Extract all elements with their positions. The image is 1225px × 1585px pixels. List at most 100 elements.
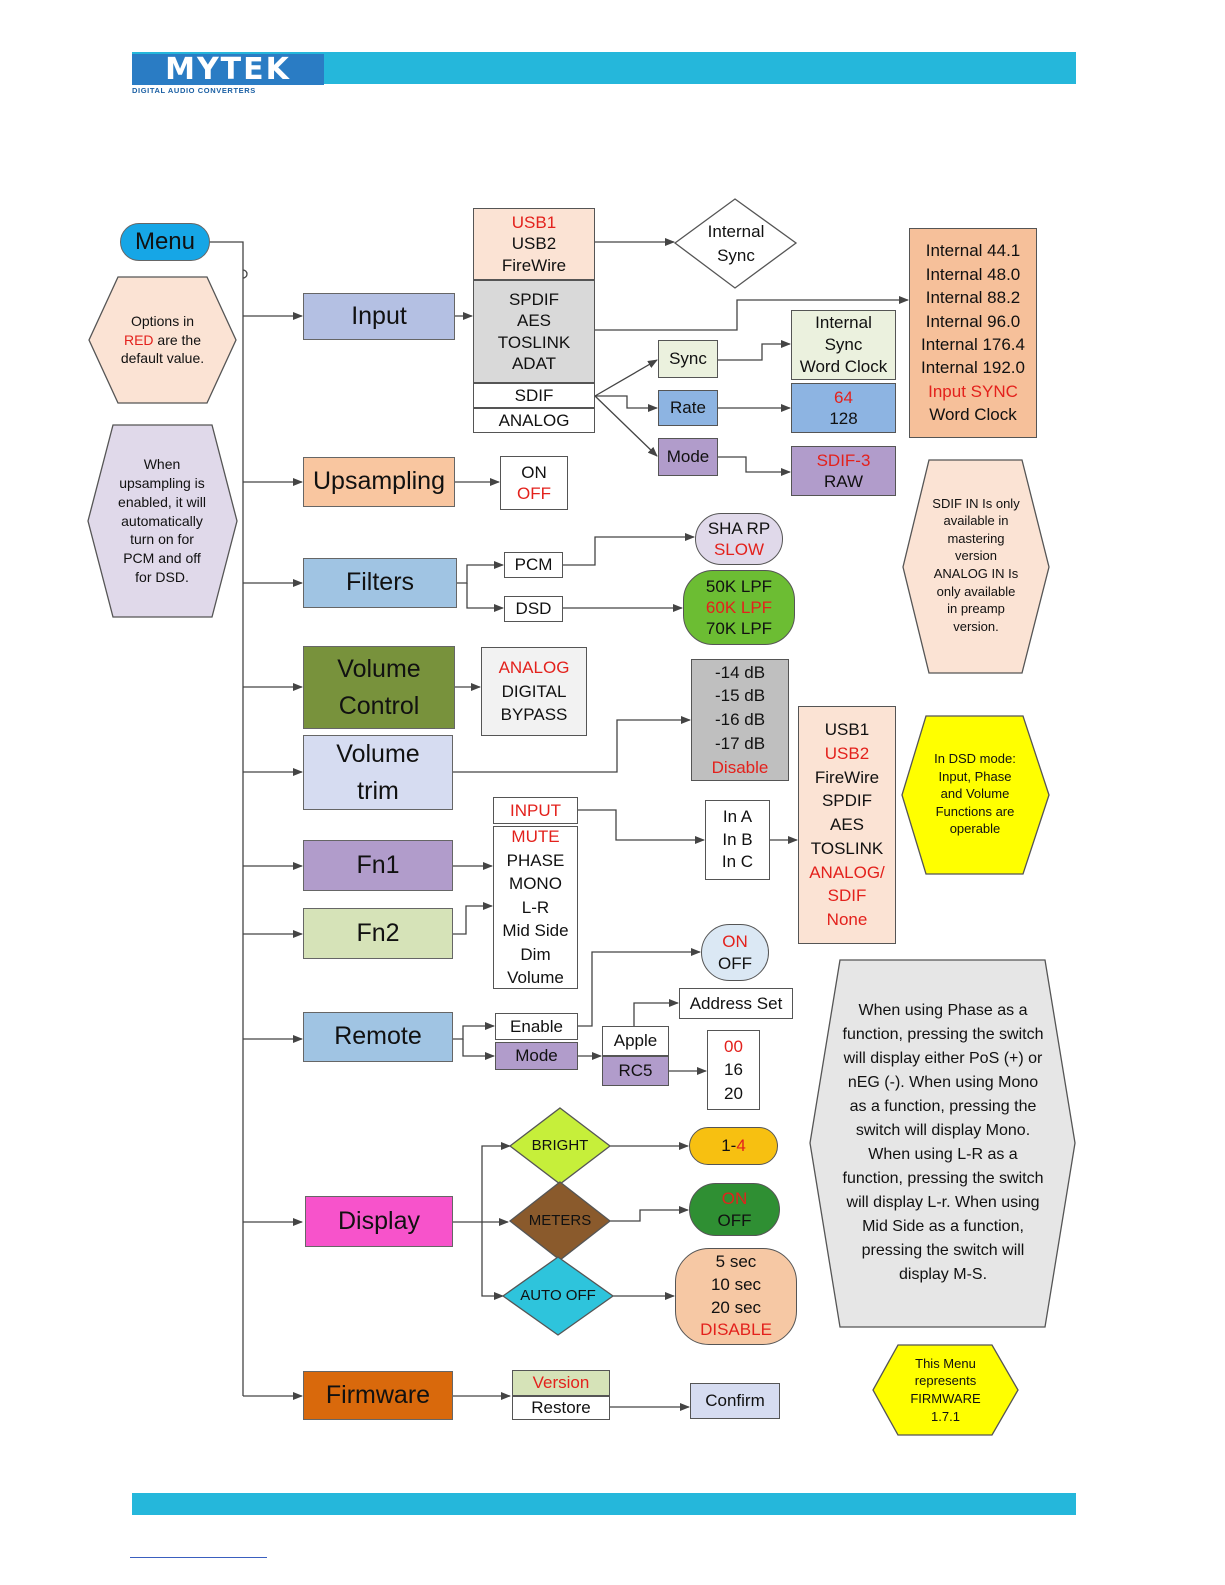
logo-wordmark: MYTEK — [132, 54, 324, 85]
upsampling-note: When upsampling is enabled, it will auto… — [118, 455, 206, 586]
dsd-filter-opt: 70K LPF — [705, 619, 773, 639]
input-digital-opt: SPDIF — [508, 290, 560, 309]
fn-in-options: In A In B In C — [705, 800, 770, 880]
internal-sync-label: Internal Sync — [707, 222, 765, 265]
rc5-opt: 00 — [724, 1036, 743, 1056]
rate-item: Internal 192.0 — [921, 358, 1025, 378]
volume-control-opt: BYPASS — [500, 705, 568, 725]
fn-func: Mid Side — [502, 921, 569, 941]
upsampling-opt: OFF — [517, 484, 551, 503]
main-volume-control: Volume Control — [303, 646, 455, 729]
pcm-filter-opt: SLOW — [713, 540, 765, 559]
bright-options: 1-4 — [689, 1127, 778, 1165]
volume-control-opt: DIGITAL — [501, 681, 567, 701]
display-bright-label: BRIGHT — [531, 1136, 589, 1154]
mode-options: SDIF-3 RAW — [791, 446, 896, 496]
dsd-filter-options: 50K LPF 60K LPF 70K LPF — [683, 570, 795, 645]
fn-func: Dim — [520, 944, 551, 964]
volume-trim-opt: -14 dB — [714, 662, 766, 682]
fn-source: USB1 — [824, 719, 870, 739]
main-filters: Filters — [303, 558, 457, 608]
dsd-note-hexagon — [901, 715, 1050, 875]
fn-source: AES — [829, 815, 865, 835]
main-remote: Remote — [303, 1012, 453, 1062]
input-analog: ANALOG — [473, 408, 595, 433]
volume-trim-opt: -16 dB — [714, 710, 766, 730]
footer-banner — [132, 1493, 1076, 1515]
fn-functions: MUTE PHASE MONO L-R Mid Side Dim Volume — [493, 826, 578, 989]
meters-options: ON OFF — [689, 1183, 780, 1236]
auto-off-opt: DISABLE — [700, 1320, 772, 1340]
main-upsampling: Upsampling — [303, 457, 455, 507]
main-volume-trim: Volume trim — [303, 735, 453, 810]
rc5-options: 00 16 20 — [707, 1030, 760, 1110]
auto-off-opt: 5 sec — [715, 1251, 757, 1271]
volume-trim-opt: -17 dB — [714, 733, 766, 753]
menu-node: Menu — [120, 223, 210, 261]
fn-source: SPDIF — [821, 791, 873, 811]
sdif-mode: Mode — [658, 438, 718, 476]
volume-trim-options: -14 dB -15 dB -16 dB -17 dB Disable — [691, 659, 789, 781]
rate-opt: 64 — [834, 387, 853, 407]
remote-mode: Mode — [495, 1042, 578, 1070]
sdif-rate: Rate — [658, 390, 718, 426]
auto-off-opt: 20 sec — [710, 1297, 762, 1317]
meters-opt: ON — [721, 1189, 748, 1209]
firmware-note: This Menu represents FIRMWARE 1.7.1 — [910, 1355, 981, 1424]
firmware-confirm: Confirm — [690, 1383, 780, 1419]
input-usb-group: USB1 USB2 FireWire — [473, 208, 595, 280]
fn-in-opt: In B — [722, 829, 753, 849]
pcm-filter-options: SHA RP SLOW — [695, 513, 783, 565]
internal-sync-diamond — [673, 198, 798, 289]
mode-opt: RAW — [823, 472, 864, 491]
rate-item: Internal 44.1 — [925, 241, 1021, 261]
input-digital-group: SPDIF AES TOSLINK ADAT — [473, 280, 595, 383]
display-auto-off-label: AUTO OFF — [520, 1286, 596, 1304]
red-default-hexagon — [88, 276, 237, 404]
fn-in-opt: In A — [722, 806, 753, 826]
input-digital-opt: AES — [516, 311, 552, 331]
main-input: Input — [303, 293, 455, 340]
rate-item: Input SYNC — [928, 381, 1018, 401]
red-default-note: Options in RED are the default value. — [110, 298, 215, 382]
remote-enable-opt: ON — [722, 932, 748, 952]
mytek-logo: MYTEK DIGITAL AUDIO CONVERTERS — [132, 54, 324, 96]
rate-item: Internal 176.4 — [921, 335, 1025, 354]
firmware-restore: Restore — [512, 1396, 610, 1420]
auto-off-opt: 10 sec — [710, 1274, 762, 1294]
sync-opt: Internal — [815, 312, 872, 332]
mode-opt: SDIF-3 — [816, 450, 871, 470]
input-rates-list: Internal 44.1 Internal 48.0 Internal 88.… — [909, 228, 1037, 438]
sdif-note-hexagon — [902, 459, 1050, 674]
fn-source: TOSLINK — [810, 838, 884, 858]
rate-item: Internal 96.0 — [925, 311, 1021, 331]
auto-off-options: 5 sec 10 sec 20 sec DISABLE — [675, 1248, 797, 1345]
fn-source: USB2 — [824, 743, 870, 763]
fn-input: INPUT — [493, 797, 578, 824]
rate-opt: 128 — [829, 409, 858, 428]
meters-opt: OFF — [717, 1210, 752, 1230]
fn-source: None — [826, 910, 868, 930]
main-fn1: Fn1 — [303, 840, 453, 891]
firmware-version: Version — [512, 1370, 610, 1396]
remote-rc5: RC5 — [602, 1056, 669, 1086]
fn-source: SDIF — [827, 886, 867, 906]
fn-func: Volume — [507, 968, 564, 988]
red-default-note-pre: Options in — [130, 312, 195, 329]
display-functions-note: When using Phase as a function, pressing… — [842, 1002, 1044, 1283]
input-usb-opt: FireWire — [501, 255, 567, 275]
rc5-opt: 16 — [724, 1060, 743, 1080]
remote-apple: Apple — [602, 1026, 669, 1056]
fn-func: MUTE — [511, 827, 560, 847]
input-digital-opt: ADAT — [511, 353, 557, 373]
sync-opt: Sync — [824, 334, 863, 354]
upsampling-note-hexagon — [87, 424, 238, 618]
footer-link-underline — [130, 1557, 267, 1558]
red-default-note-red: RED — [123, 331, 154, 348]
input-sdif: SDIF — [473, 383, 595, 408]
remote-enable-opt: OFF — [718, 953, 752, 973]
rate-item: Word Clock — [929, 405, 1017, 425]
input-digital-opt: TOSLINK — [497, 332, 571, 352]
